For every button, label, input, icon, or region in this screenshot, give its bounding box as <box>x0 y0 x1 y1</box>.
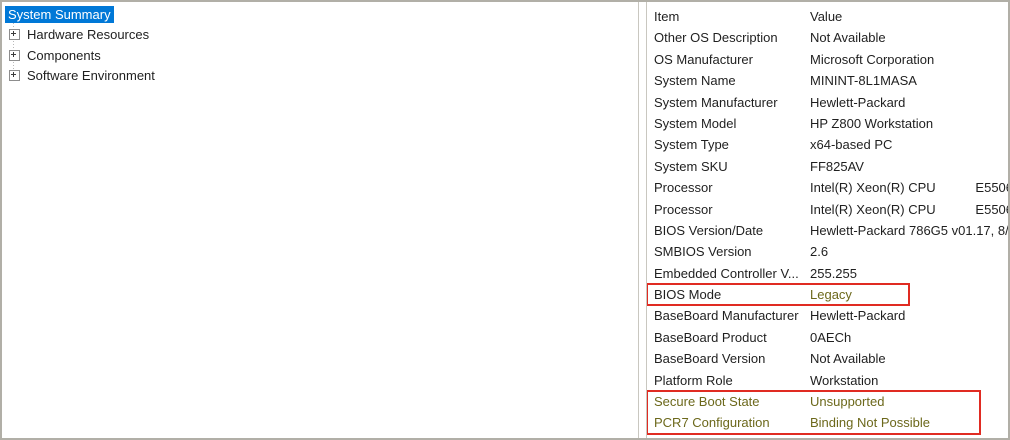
row-value-cell: Hewlett-Packard <box>810 308 906 324</box>
row-item-cell: System SKU <box>654 158 728 174</box>
expand-plus-icon[interactable] <box>9 49 20 61</box>
table-row[interactable]: Embedded Controller V... 255.255 <box>647 263 1008 284</box>
row-value-cell: HP Z800 Workstation <box>810 115 934 131</box>
table-row[interactable]: Processor Intel(R) Xeon(R) CPU E5506 @ 2… <box>647 177 1008 198</box>
table-row[interactable]: BaseBoard Version Not Available <box>647 348 1008 369</box>
table-row[interactable]: System Model HP Z800 Workstation <box>647 113 1008 134</box>
details-header-row: Item Value <box>647 6 1008 27</box>
row-item-cell: PCR7 Configuration <box>654 415 770 431</box>
tree-item-label[interactable]: Hardware Resources <box>27 27 150 43</box>
row-value-cell: 2.6 <box>810 244 829 260</box>
category-tree-pane: System Summary Hardware Resources Compon… <box>2 2 639 438</box>
row-value-cell: Legacy <box>810 287 852 303</box>
row-item-cell: Platform Role <box>654 372 733 388</box>
expand-plus-icon[interactable] <box>9 29 20 41</box>
row-value-cell: Workstation <box>810 372 879 388</box>
row-value-cell: Hewlett-Packard 786G5 v01.17, 8/2/2011 <box>810 222 1008 238</box>
table-row[interactable]: BaseBoard Manufacturer Hewlett-Packard <box>647 305 1008 326</box>
row-value-cell: Unsupported <box>810 394 885 410</box>
table-row[interactable]: PCR7 Configuration Binding Not Possible <box>647 412 1008 433</box>
row-value-cell: x64-based PC <box>810 137 893 153</box>
table-row[interactable]: System Name MININT-8L1MASA <box>647 70 1008 91</box>
tree-item[interactable]: System Summary <box>2 4 638 25</box>
row-value-cell: 255.255 <box>810 265 857 281</box>
table-row[interactable]: SMBIOS Version 2.6 <box>647 241 1008 262</box>
table-row[interactable]: System SKU FF825AV <box>647 156 1008 177</box>
table-row[interactable]: BIOS Version/Date Hewlett-Packard 786G5 … <box>647 220 1008 241</box>
row-item-cell: Processor <box>654 180 713 196</box>
tree: System Summary Hardware Resources Compon… <box>2 2 638 86</box>
row-item-cell: BaseBoard Version <box>654 351 766 367</box>
row-item-cell: BaseBoard Product <box>654 329 767 345</box>
table-row[interactable]: BaseBoard Product 0AECh <box>647 327 1008 348</box>
row-value-cell: Not Available <box>810 351 886 367</box>
row-item-cell: System Type <box>654 137 729 153</box>
tree-item-label[interactable]: System Summary <box>5 5 114 23</box>
row-item-cell: Processor <box>654 201 713 217</box>
table-row[interactable]: Secure Boot State Unsupported <box>647 390 1008 436</box>
table-row[interactable]: Processor Intel(R) Xeon(R) CPU E5506 @ 2… <box>647 199 1008 220</box>
row-item-cell: Embedded Controller V... <box>654 265 799 281</box>
table-row[interactable]: OS Manufacturer Microsoft Corporation <box>647 49 1008 70</box>
row-value-cell: Not Available <box>810 30 886 46</box>
row-item-cell: BIOS Mode <box>654 287 722 303</box>
row-value-cell: Intel(R) Xeon(R) CPU E5506 @ 2.13GHz <box>810 201 1008 217</box>
row-item-cell: BaseBoard Manufacturer <box>654 308 799 324</box>
row-value-cell: Intel(R) Xeon(R) CPU E5506 @ 2.13GHz <box>810 180 1008 196</box>
column-header-value[interactable]: Value <box>810 9 843 24</box>
row-value-cell: Hewlett-Packard <box>810 94 906 110</box>
row-item-cell: BIOS Version/Date <box>654 222 764 238</box>
tree-item[interactable]: Components <box>2 45 638 66</box>
row-item-cell: System Name <box>654 73 736 89</box>
column-header-item[interactable]: Item <box>654 9 680 24</box>
table-row[interactable]: BIOS Mode Legacy <box>647 283 1008 307</box>
row-item-cell: System Manufacturer <box>654 94 778 110</box>
details-pane: Item Value Other OS Description Not Avai… <box>646 2 1008 438</box>
table-row[interactable]: Platform Role Workstation <box>647 370 1008 391</box>
row-item-cell: System Model <box>654 115 737 131</box>
row-item-cell: SMBIOS Version <box>654 244 752 260</box>
row-item-cell: Secure Boot State <box>654 394 760 410</box>
row-item-cell: OS Manufacturer <box>654 51 753 67</box>
tree-item-label[interactable]: Software Environment <box>27 68 155 84</box>
row-value-cell: Binding Not Possible <box>810 415 930 431</box>
row-value-cell: FF825AV <box>810 158 864 174</box>
tree-item-label[interactable]: Components <box>27 47 101 63</box>
table-row[interactable]: System Type x64-based PC <box>647 134 1008 155</box>
tree-item[interactable]: Software Environment <box>2 66 638 87</box>
expand-plus-icon[interactable] <box>9 70 20 82</box>
tree-item[interactable]: Hardware Resources <box>2 25 638 46</box>
row-item-cell: Other OS Description <box>654 30 778 46</box>
row-value-cell: MININT-8L1MASA <box>810 73 917 89</box>
table-row[interactable]: Other OS Description Not Available <box>647 27 1008 48</box>
table-row[interactable]: System Manufacturer Hewlett-Packard <box>647 92 1008 113</box>
row-value-cell: 0AECh <box>810 329 852 345</box>
details-rows: Other OS Description Not Available OS Ma… <box>647 27 1008 436</box>
row-value-cell: Microsoft Corporation <box>810 51 935 67</box>
